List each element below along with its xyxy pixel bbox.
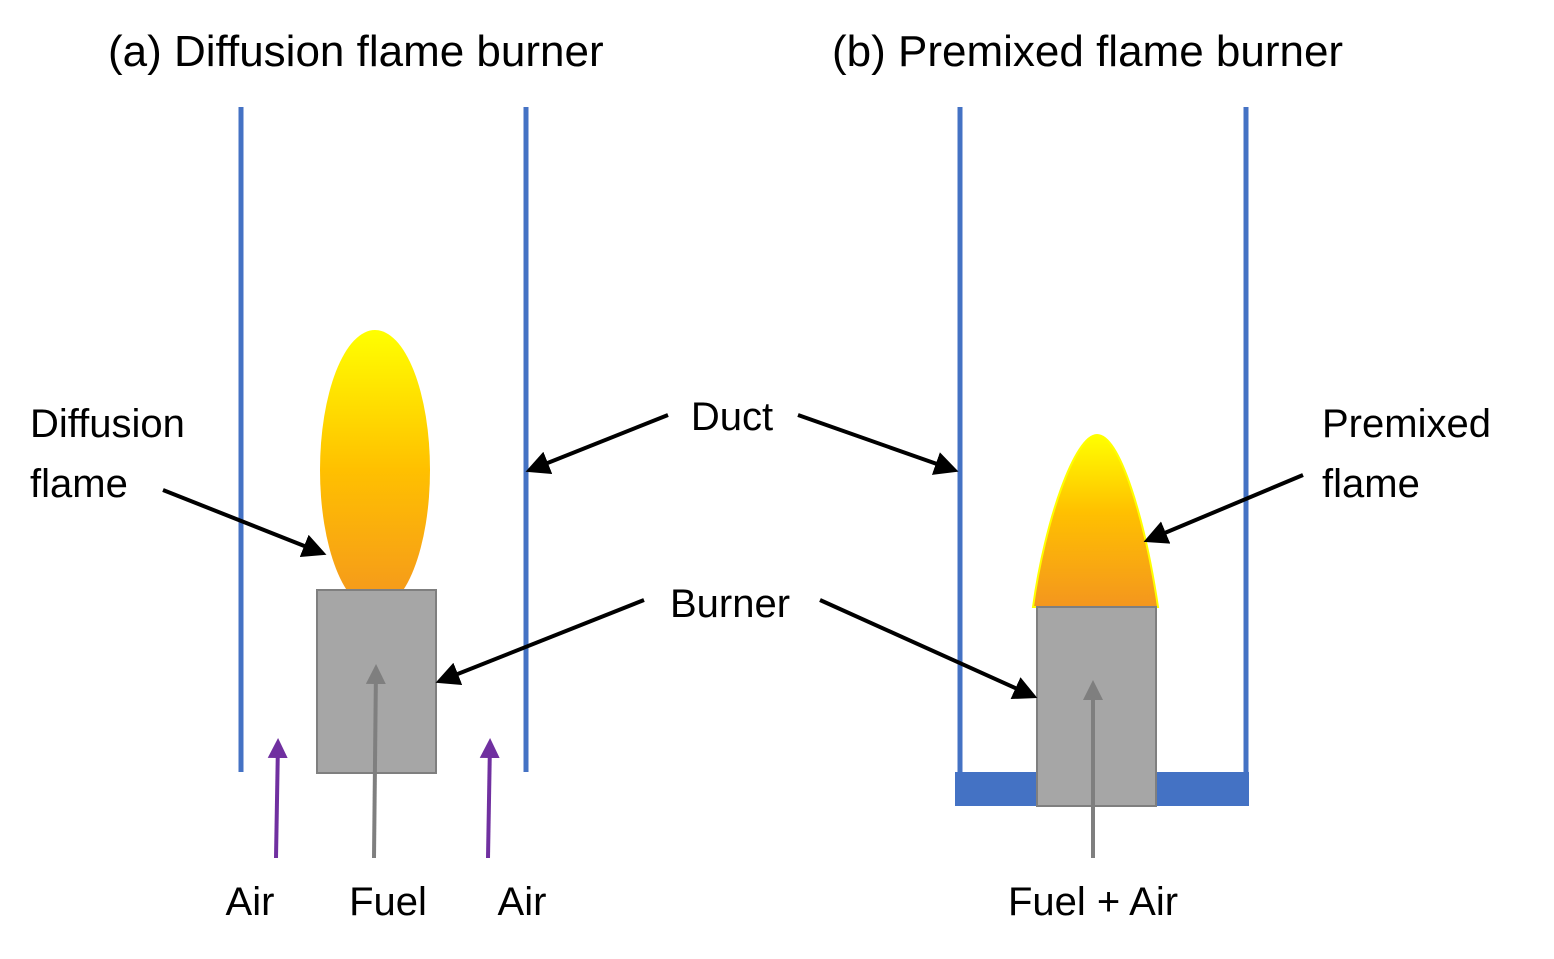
panel-a-diffusion: (a) Diffusion flame burner Diffusion fla… bbox=[30, 27, 604, 924]
air-label-right: Air bbox=[498, 880, 547, 924]
diffusion-flame-pointer bbox=[162, 488, 327, 558]
diffusion-flame-label-line1: Diffusion bbox=[30, 402, 185, 446]
air-arrow-right bbox=[479, 738, 500, 859]
duct-pointer-left bbox=[525, 413, 669, 475]
burner-pointer-left bbox=[435, 598, 645, 686]
panel-b-title: (b) Premixed flame burner bbox=[832, 27, 1343, 76]
fuel-air-label: Fuel + Air bbox=[1008, 880, 1178, 924]
premixed-flame-label-line1: Premixed bbox=[1322, 402, 1491, 446]
diffusion-flame bbox=[320, 330, 430, 610]
panel-a-title: (a) Diffusion flame burner bbox=[108, 27, 604, 76]
diffusion-flame-label-line2: flame bbox=[30, 462, 128, 506]
fuel-arrow-a bbox=[365, 664, 386, 859]
panel-b-premixed: (b) Premixed flame burner Premixed flame… bbox=[832, 27, 1491, 924]
burner-b bbox=[1036, 606, 1157, 807]
premixed-flame bbox=[1031, 433, 1160, 608]
duct-label: Duct bbox=[691, 395, 773, 439]
premixed-flame-label-line2: flame bbox=[1322, 462, 1420, 506]
burner-label: Burner bbox=[670, 582, 790, 626]
air-arrow-left bbox=[267, 738, 288, 859]
fuel-label: Fuel bbox=[349, 880, 427, 924]
air-label-left: Air bbox=[226, 880, 275, 924]
burner-pointer-right bbox=[819, 598, 1038, 700]
premixed-flame-pointer bbox=[1143, 473, 1304, 544]
shared-labels: Duct Burner bbox=[435, 395, 1038, 700]
duct-pointer-right bbox=[797, 413, 959, 475]
